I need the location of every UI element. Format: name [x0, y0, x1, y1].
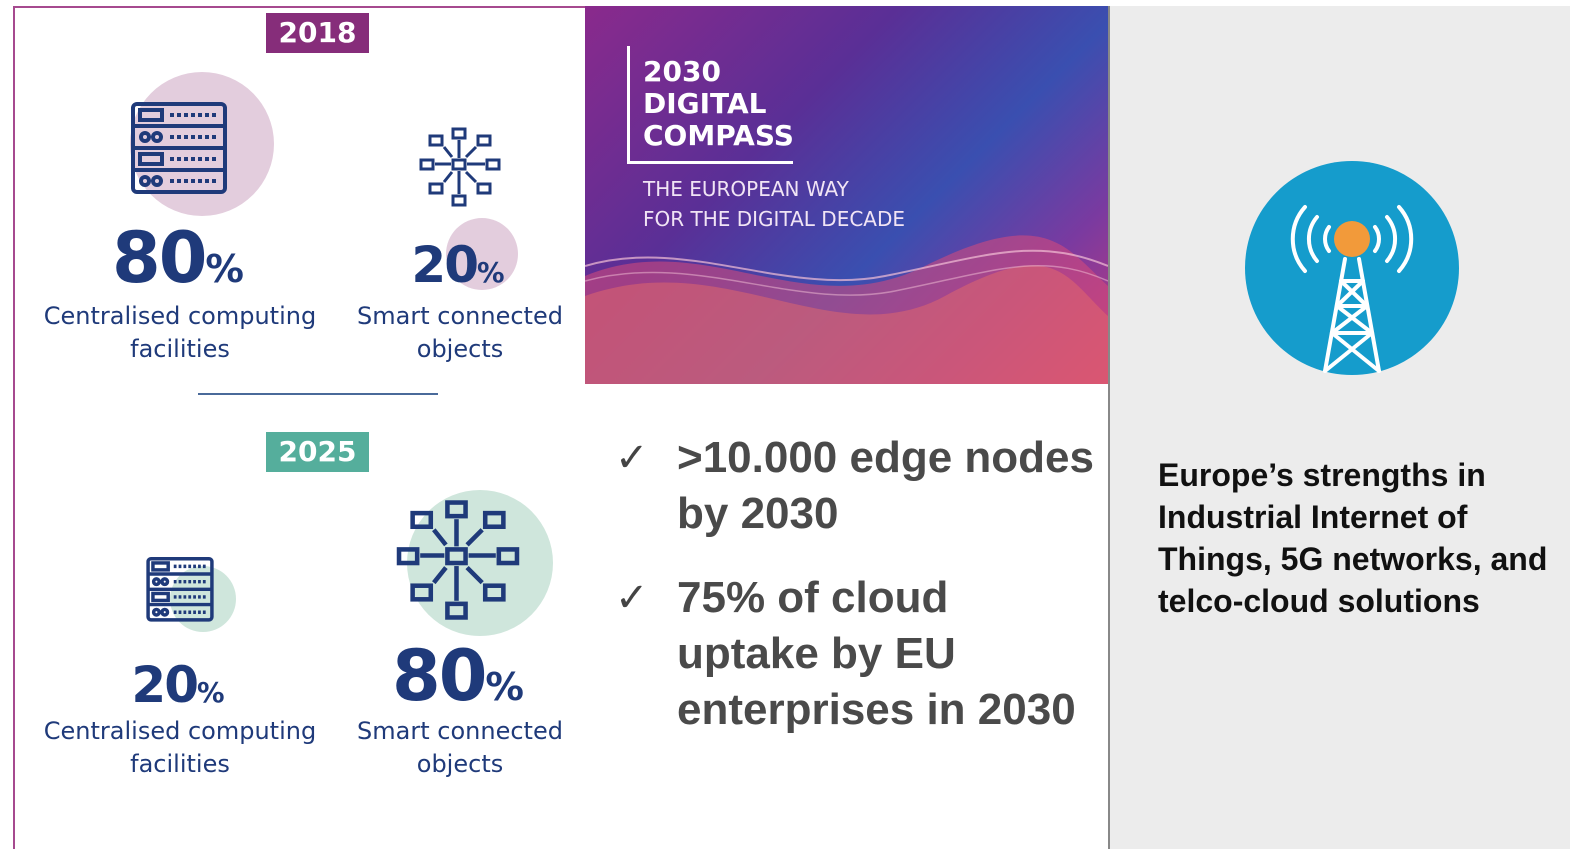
digital-compass-banner: 2030 DIGITAL COMPASS THE EUROPEAN WAY FO…	[585, 6, 1108, 384]
bullet-list: ✓ >10.000 edge nodes by 2030 ✓ 75% of cl…	[615, 430, 1095, 766]
label-2018-smart: Smart connected objects	[357, 302, 563, 363]
connected-devices-icon	[396, 500, 520, 620]
list-item: ✓ >10.000 edge nodes by 2030	[615, 430, 1095, 542]
section-divider	[198, 393, 438, 395]
connected-devices-icon	[419, 127, 501, 207]
circle-background	[446, 218, 518, 290]
label-2025-centralised: Centralised computing facilities	[43, 717, 317, 778]
list-item: ✓ 75% of cloud uptake by EU enterprises …	[615, 570, 1095, 738]
check-icon: ✓	[615, 575, 649, 621]
year-badge-2018: 2018	[266, 13, 369, 53]
bullet-text: 75% of cloud uptake by EU enterprises in…	[677, 573, 1076, 734]
server-rack-icon	[146, 557, 214, 622]
stat-2018-centralised: 80%	[112, 217, 244, 299]
banner-title: 2030 DIGITAL COMPASS	[643, 55, 794, 152]
wave-graphic	[585, 235, 1108, 384]
stat-2025-smart: 80%	[392, 635, 524, 717]
stat-2025-centralised: 20%	[131, 656, 225, 714]
title-frame	[627, 46, 793, 164]
server-rack-icon	[131, 102, 227, 194]
label-2018-centralised: Centralised computing facilities	[43, 302, 317, 363]
bullet-text: >10.000 edge nodes by 2030	[677, 433, 1094, 538]
strengths-panel: Europe’s strengths in Industrial Interne…	[1108, 6, 1570, 849]
tower-circle	[1245, 161, 1459, 375]
banner-subtitle: THE EUROPEAN WAY FOR THE DIGITAL DECADE	[643, 177, 906, 231]
antenna-tower-icon	[1290, 205, 1414, 373]
stat-2018-smart: 20%	[411, 236, 505, 294]
label-2025-smart: Smart connected objects	[357, 717, 563, 778]
check-icon: ✓	[615, 435, 649, 481]
year-badge-2025: 2025	[266, 432, 369, 472]
strengths-text: Europe’s strengths in Industrial Interne…	[1158, 457, 1548, 619]
